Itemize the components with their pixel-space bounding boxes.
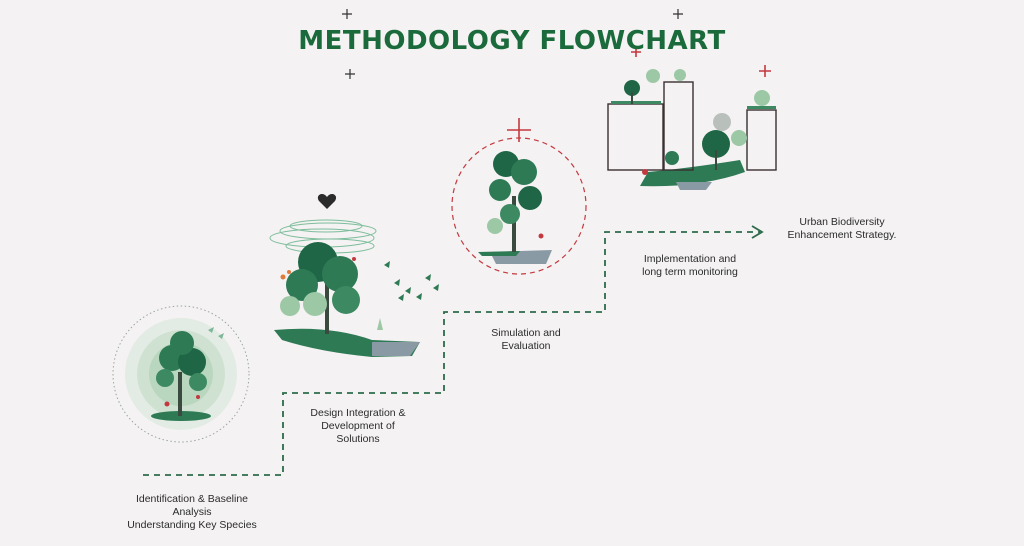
step-label-line: Identification & Baseline [135,493,249,505]
urban-green-buildings-icon [607,69,777,190]
step-label-line: Enhancement Strategy. [787,229,897,241]
plus-icon [631,47,641,57]
staircase-dashed-path [143,231,760,476]
step-label-line: Development of [321,420,395,432]
plus-icon [759,65,771,77]
plus-marks [342,9,683,79]
step-4-label: Implementation and long term monitoring [622,253,758,279]
tree-in-dashed-circle-icon [451,137,587,275]
step-label-line: Analysis [172,506,212,518]
step-label-line: Design Integration & [310,407,406,419]
step-label-line: Urban Biodiversity [799,216,885,228]
step-label-line: Understanding Key Species [127,519,257,531]
step-label-line: long term monitoring [642,266,738,278]
plus-icon [345,69,355,79]
page-title: METHODOLOGY FLOWCHART [298,26,726,56]
arrow-head-icon [751,225,764,239]
step-3-label: Simulation and Evaluation [466,327,586,353]
plus-icon [342,9,352,19]
step-label-line: Solutions [336,433,380,445]
red-plus-marks [507,47,771,142]
tree-in-circle-icon [112,305,250,443]
step-1-label: Identification & Baseline Analysis Under… [112,493,272,532]
step-label-line: Simulation and [491,327,561,339]
step-2-label: Design Integration & Development of Solu… [290,407,426,446]
plus-icon [673,9,683,19]
trees-with-birds-icon [269,194,439,357]
step-label-line: Evaluation [501,340,551,352]
step-5-label: Urban Biodiversity Enhancement Strategy. [774,216,910,242]
step-label-line: Implementation and [643,253,737,265]
